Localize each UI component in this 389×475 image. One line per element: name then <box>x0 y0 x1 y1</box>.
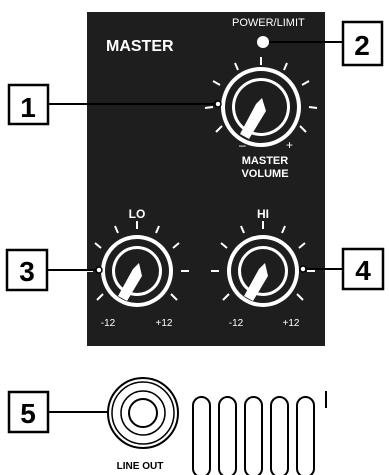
master-volume-label-1: MASTER <box>242 155 289 167</box>
master-plus-label: + <box>286 138 293 152</box>
lo-eq-knob[interactable] <box>85 221 189 307</box>
hi-min-label: -12 <box>229 318 244 329</box>
hi-max-label: +12 <box>283 318 300 329</box>
panel-title: MASTER <box>106 38 174 55</box>
callout-2-number: 2 <box>354 30 370 61</box>
lo-label: LO <box>129 207 146 221</box>
lo-min-label: -12 <box>101 318 116 329</box>
power-limit-label: POWER/LIMIT <box>232 17 305 29</box>
line-out-label: LINE OUT <box>117 461 164 472</box>
callout-5-number: 5 <box>20 398 36 429</box>
callout-5: 5 <box>7 390 108 434</box>
callout-4-number: 4 <box>355 255 371 286</box>
callout-3: 3 <box>5 248 103 292</box>
lo-max-label: +12 <box>156 318 173 329</box>
hi-eq-knob[interactable] <box>211 221 315 307</box>
power-limit-led <box>257 36 269 48</box>
master-minus-label: – <box>239 138 246 152</box>
callout-1: 1 <box>7 83 222 126</box>
hi-label: HI <box>257 207 269 221</box>
vent-slots <box>192 396 315 475</box>
master-volume-knob[interactable] <box>204 57 318 147</box>
callout-3-number: 3 <box>19 256 35 287</box>
callout-1-number: 1 <box>20 92 36 123</box>
line-out-jack[interactable] <box>107 377 179 449</box>
master-volume-label-2: VOLUME <box>241 168 288 180</box>
callout-2: 2 <box>269 20 384 67</box>
callout-4: 4 <box>299 247 385 291</box>
